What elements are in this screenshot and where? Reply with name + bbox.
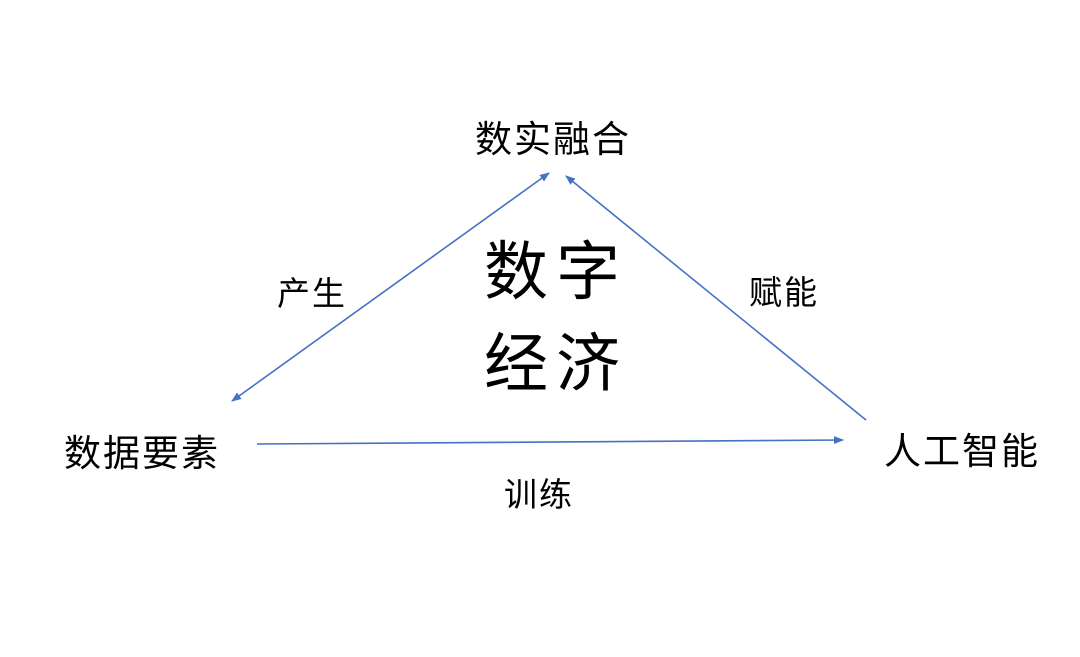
center-title-line1: 数字 — [484, 236, 628, 310]
center-title-line2: 经济 — [484, 328, 628, 402]
node-top-label: 数实融合 — [475, 118, 631, 161]
edge-bottom-label: 训练 — [504, 475, 574, 514]
edge-left-line — [231, 172, 550, 402]
node-bottom-right-label: 人工智能 — [884, 430, 1040, 473]
edge-bottom-line — [256, 436, 844, 445]
node-bottom-left-label: 数据要素 — [64, 432, 220, 475]
edge-left-label: 产生 — [277, 274, 347, 313]
edge-right-label: 赋能 — [749, 273, 819, 312]
edge-right-line — [565, 175, 867, 421]
